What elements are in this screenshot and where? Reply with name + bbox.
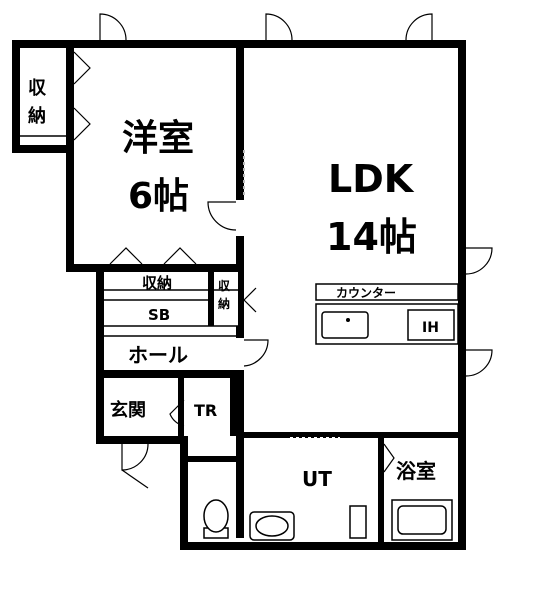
counter-label: カウンター [336, 286, 396, 300]
storage-left-label-2: 納 [28, 105, 46, 127]
sink-icon [321, 311, 369, 339]
counter [315, 283, 459, 301]
storage-small-label-1: 収 [218, 279, 231, 293]
door-swing-icon [243, 287, 257, 313]
room-labels: 洋室 6帖 LDK 14帖 収 納 収納 収 納 SB ホール 玄関 TR UT… [28, 78, 439, 491]
door-swing-icon [169, 399, 185, 427]
sliding-door-icon [73, 51, 91, 85]
kitchen [315, 283, 459, 345]
storage-lines [20, 135, 244, 337]
fixtures [203, 499, 453, 541]
storage-small-label-2: 納 [218, 296, 230, 311]
door-swing-icon [405, 13, 433, 41]
door-swing-icon [121, 443, 149, 471]
entrance-label: 玄関 [110, 399, 146, 421]
door-swing-icon [99, 13, 127, 41]
ih-label: IH [422, 320, 439, 336]
storage-mid-label: 収納 [142, 274, 172, 292]
doors [99, 13, 493, 489]
outer-walls [12, 40, 466, 550]
folding-doors [73, 51, 395, 473]
toilet-label: TR [194, 401, 217, 420]
door-swing-icon [465, 349, 493, 377]
room-ldk-label: LDK [328, 157, 415, 201]
storage-left-label-1: 収 [28, 78, 47, 99]
sliding-door-icon [163, 247, 197, 265]
interior-walls [66, 40, 466, 548]
washbasin-icon [249, 511, 295, 541]
sliding-door-icon [109, 247, 143, 265]
sb-label: SB [148, 306, 170, 324]
toilet-icon [203, 499, 229, 539]
stove-icon [407, 309, 455, 341]
utility-label: UT [302, 467, 332, 491]
bathtub-icon [391, 499, 453, 541]
door-swing-icon [265, 13, 293, 41]
door-swing-icon [207, 201, 237, 231]
hall-label: ホール [128, 343, 188, 367]
room-western-size: 6帖 [128, 176, 189, 217]
sliding-door-icon [73, 107, 91, 141]
door-swing-icon [465, 247, 493, 275]
door-swing-icon [243, 339, 269, 367]
sliding-door-icon [383, 443, 395, 473]
bathroom-label: 浴室 [396, 459, 436, 483]
room-ldk-size: 14帖 [326, 215, 417, 259]
room-western-label: 洋室 [122, 118, 194, 159]
